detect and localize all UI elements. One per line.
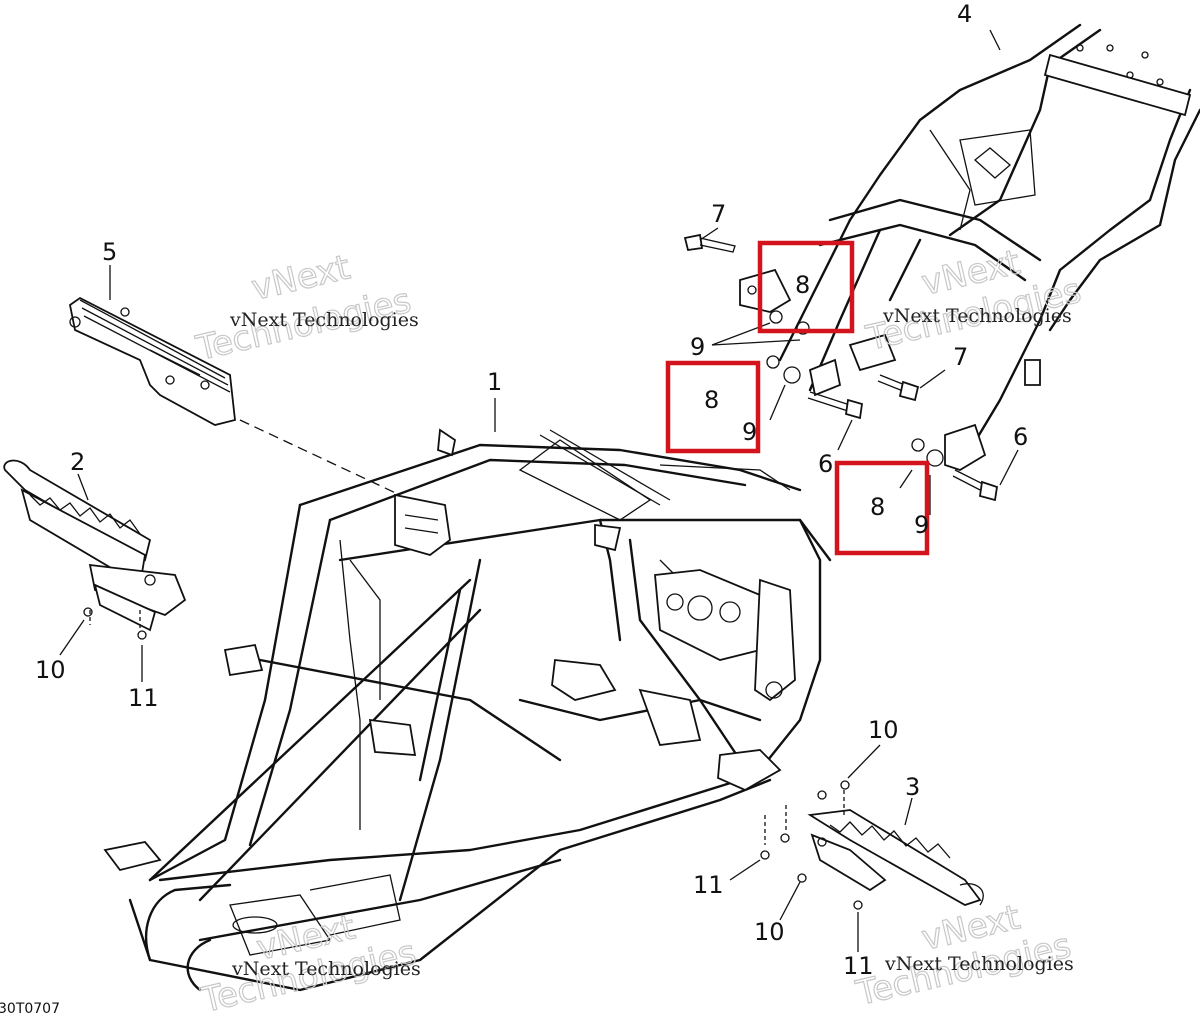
watermark-bottom-left: vNext Technologies vNext Technologies <box>196 907 421 1017</box>
hardware-fasteners <box>77 29 1019 515</box>
highlight-box-top <box>757 240 855 334</box>
callout-10-left: 10 <box>35 656 66 684</box>
watermark-top-right: vNext Technologies vNext Technologies <box>861 242 1085 360</box>
callout-8-boxed-middle: 8 <box>704 386 719 414</box>
callout-11-right-left: 11 <box>693 871 724 899</box>
guard-bracket <box>69 296 401 496</box>
svg-text:vNext Technologies: vNext Technologies <box>229 309 419 331</box>
main-frame <box>103 428 832 992</box>
callout-8-boxed-right: 8 <box>870 493 885 521</box>
callout-6-right: 6 <box>1013 423 1028 451</box>
highlight-box-right <box>834 460 930 556</box>
footrest-right <box>729 744 984 952</box>
callout-2: 2 <box>70 448 85 476</box>
callout-6-mid: 6 <box>818 450 833 478</box>
callout-10-right-top: 10 <box>868 716 899 744</box>
callout-5: 5 <box>102 238 117 266</box>
watermark-top-left: vNext Technologies vNext Technologies <box>191 247 419 370</box>
callout-7-right: 7 <box>953 343 968 371</box>
callout-10-right-bottom: 10 <box>754 918 785 946</box>
callout-11-right-bottom: 11 <box>843 952 874 980</box>
watermark-bottom-right: vNext Technologies vNext Technologies <box>851 897 1075 1015</box>
callout-7-top: 7 <box>711 200 726 228</box>
callout-11-left: 11 <box>128 684 159 712</box>
svg-text:vNext Technologies: vNext Technologies <box>882 305 1072 327</box>
callout-9-right: 9 <box>914 511 929 539</box>
footrest-left <box>3 459 187 682</box>
callout-9-left: 9 <box>690 333 705 361</box>
figure-code: 30T0707 <box>0 1001 60 1017</box>
svg-text:vNext Technologies: vNext Technologies <box>884 953 1074 975</box>
callout-4: 4 <box>957 0 972 28</box>
rear-subframe <box>739 23 1200 471</box>
callout-1: 1 <box>487 368 502 396</box>
callout-3: 3 <box>905 773 920 801</box>
highlight-box-middle <box>665 360 761 454</box>
callout-9-middle: 9 <box>742 418 757 446</box>
callout-8-boxed-top: 8 <box>795 271 810 299</box>
svg-text:vNext Technologies: vNext Technologies <box>231 958 421 980</box>
